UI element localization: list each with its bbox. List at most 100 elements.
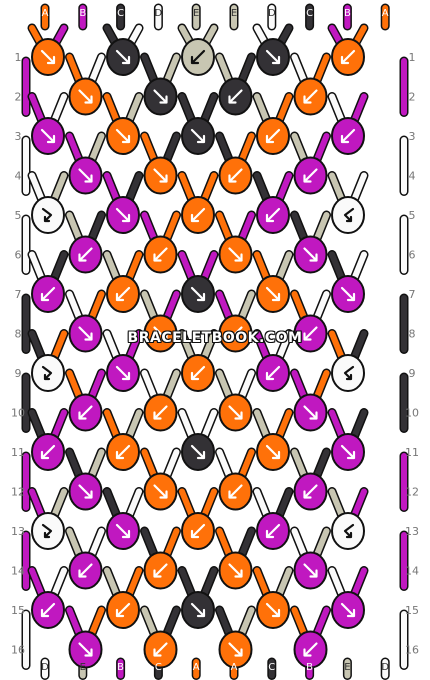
knot-oval (31, 512, 65, 550)
knot-r6-3 (218, 235, 253, 274)
knot-r9-1 (31, 354, 65, 392)
knot-arrow-icon (153, 642, 168, 657)
row-number-right: 7 (409, 288, 416, 301)
knot-arrow-icon (78, 247, 93, 262)
knot-r3-1 (31, 117, 65, 155)
knot-arrow-icon (153, 89, 168, 104)
knot-arrow-icon (190, 207, 206, 223)
row-number-left: 4 (15, 170, 22, 183)
knot-arrow-icon (78, 563, 93, 578)
top-string-label: E (193, 8, 199, 19)
knot-arrow-icon (190, 365, 206, 381)
row-number-left: 13 (11, 525, 25, 538)
top-string-label: E (231, 8, 237, 19)
knot-r8-4 (293, 314, 328, 353)
knot-r14-1 (68, 551, 103, 590)
row-number-left: 16 (11, 644, 25, 657)
knot-r4-2 (143, 156, 178, 195)
knot-arrow-icon (40, 444, 56, 460)
knot-r15-3 (181, 591, 215, 629)
knot-r15-2 (106, 591, 140, 629)
knot-arrow-icon (78, 168, 93, 183)
knot-arrow-icon (343, 207, 355, 223)
knot-r3-2 (106, 117, 140, 155)
top-string-label: A (42, 8, 49, 19)
knot-arrow-icon (78, 484, 93, 499)
row-number-right: 1 (409, 51, 416, 64)
knot-arrow-icon (41, 207, 53, 223)
knot-arrow-icon (228, 563, 243, 578)
knot-oval (31, 196, 65, 234)
knot-arrow-icon (228, 484, 243, 499)
knot-arrow-icon (78, 405, 93, 420)
knot-r5-2 (106, 196, 140, 234)
knot-arrow-icon (303, 484, 318, 499)
knot-r16-2 (143, 630, 178, 669)
knot-arrow-icon (265, 602, 281, 618)
knot-arrow-icon (265, 128, 281, 144)
row-number-left: 9 (15, 367, 22, 380)
row-number-left: 5 (15, 209, 22, 222)
knot-arrow-icon (190, 444, 206, 460)
row-number-left: 3 (15, 130, 22, 143)
knot-arrow-icon (41, 523, 53, 539)
knot-r2-3 (218, 77, 253, 116)
top-string-label: B (344, 8, 351, 19)
knot-r9-3 (181, 354, 215, 392)
knot-arrow-icon (343, 523, 355, 539)
knot-arrow-icon (115, 128, 131, 144)
knot-arrow-icon (78, 326, 93, 341)
knot-arrow-icon (265, 49, 281, 65)
knot-arrow-icon (40, 286, 56, 302)
knot-arrow-icon (303, 168, 318, 183)
knot-r8-3 (218, 314, 253, 353)
knot-arrow-icon (340, 602, 356, 618)
knot-r11-3 (181, 433, 215, 471)
top-string-label: C (117, 8, 124, 19)
knot-r1-5 (331, 38, 365, 76)
knot-r1-4 (256, 38, 290, 76)
knot-r7-5 (331, 275, 365, 313)
knot-r5-1 (31, 196, 65, 234)
knot-arrow-icon (303, 326, 318, 341)
row-number-right: 2 (409, 91, 416, 104)
row-number-left: 6 (15, 249, 22, 262)
row-number-right: 16 (405, 644, 419, 657)
bottom-string-label: E (344, 662, 350, 673)
knot-arrow-icon (40, 128, 56, 144)
knot-r15-1 (31, 591, 65, 629)
knot-arrow-icon (303, 563, 318, 578)
row-number-right: 5 (409, 209, 416, 222)
knot-arrow-icon (78, 642, 93, 657)
top-string-label: B (79, 8, 86, 19)
knot-arrow-icon (265, 207, 281, 223)
knot-r16-3 (218, 630, 253, 669)
knot-r13-5 (331, 512, 365, 550)
top-string-label: A (382, 8, 389, 19)
knot-arrow-icon (343, 365, 355, 381)
knot-r11-2 (106, 433, 140, 471)
knot-arrow-icon (303, 405, 318, 420)
knot-r7-4 (256, 275, 290, 313)
bottom-string-label: E (80, 662, 86, 673)
knot-r10-1 (68, 393, 103, 432)
knot-arrow-icon (115, 207, 131, 223)
knot-r7-3 (181, 275, 215, 313)
knot-r4-3 (218, 156, 253, 195)
knot-r12-4 (293, 472, 328, 511)
knot-r15-5 (331, 591, 365, 629)
knot-arrow-icon (153, 563, 168, 578)
knot-arrow-icon (190, 523, 206, 539)
bottom-string-label: C (155, 662, 162, 673)
knot-r3-4 (256, 117, 290, 155)
knot-r10-4 (293, 393, 328, 432)
row-number-right: 6 (409, 249, 416, 262)
knot-arrow-icon (340, 128, 356, 144)
knot-r5-4 (256, 196, 290, 234)
knot-r9-5 (331, 354, 365, 392)
row-number-right: 13 (405, 525, 419, 538)
knot-r7-2 (106, 275, 140, 313)
knot-arrow-icon (340, 49, 356, 65)
